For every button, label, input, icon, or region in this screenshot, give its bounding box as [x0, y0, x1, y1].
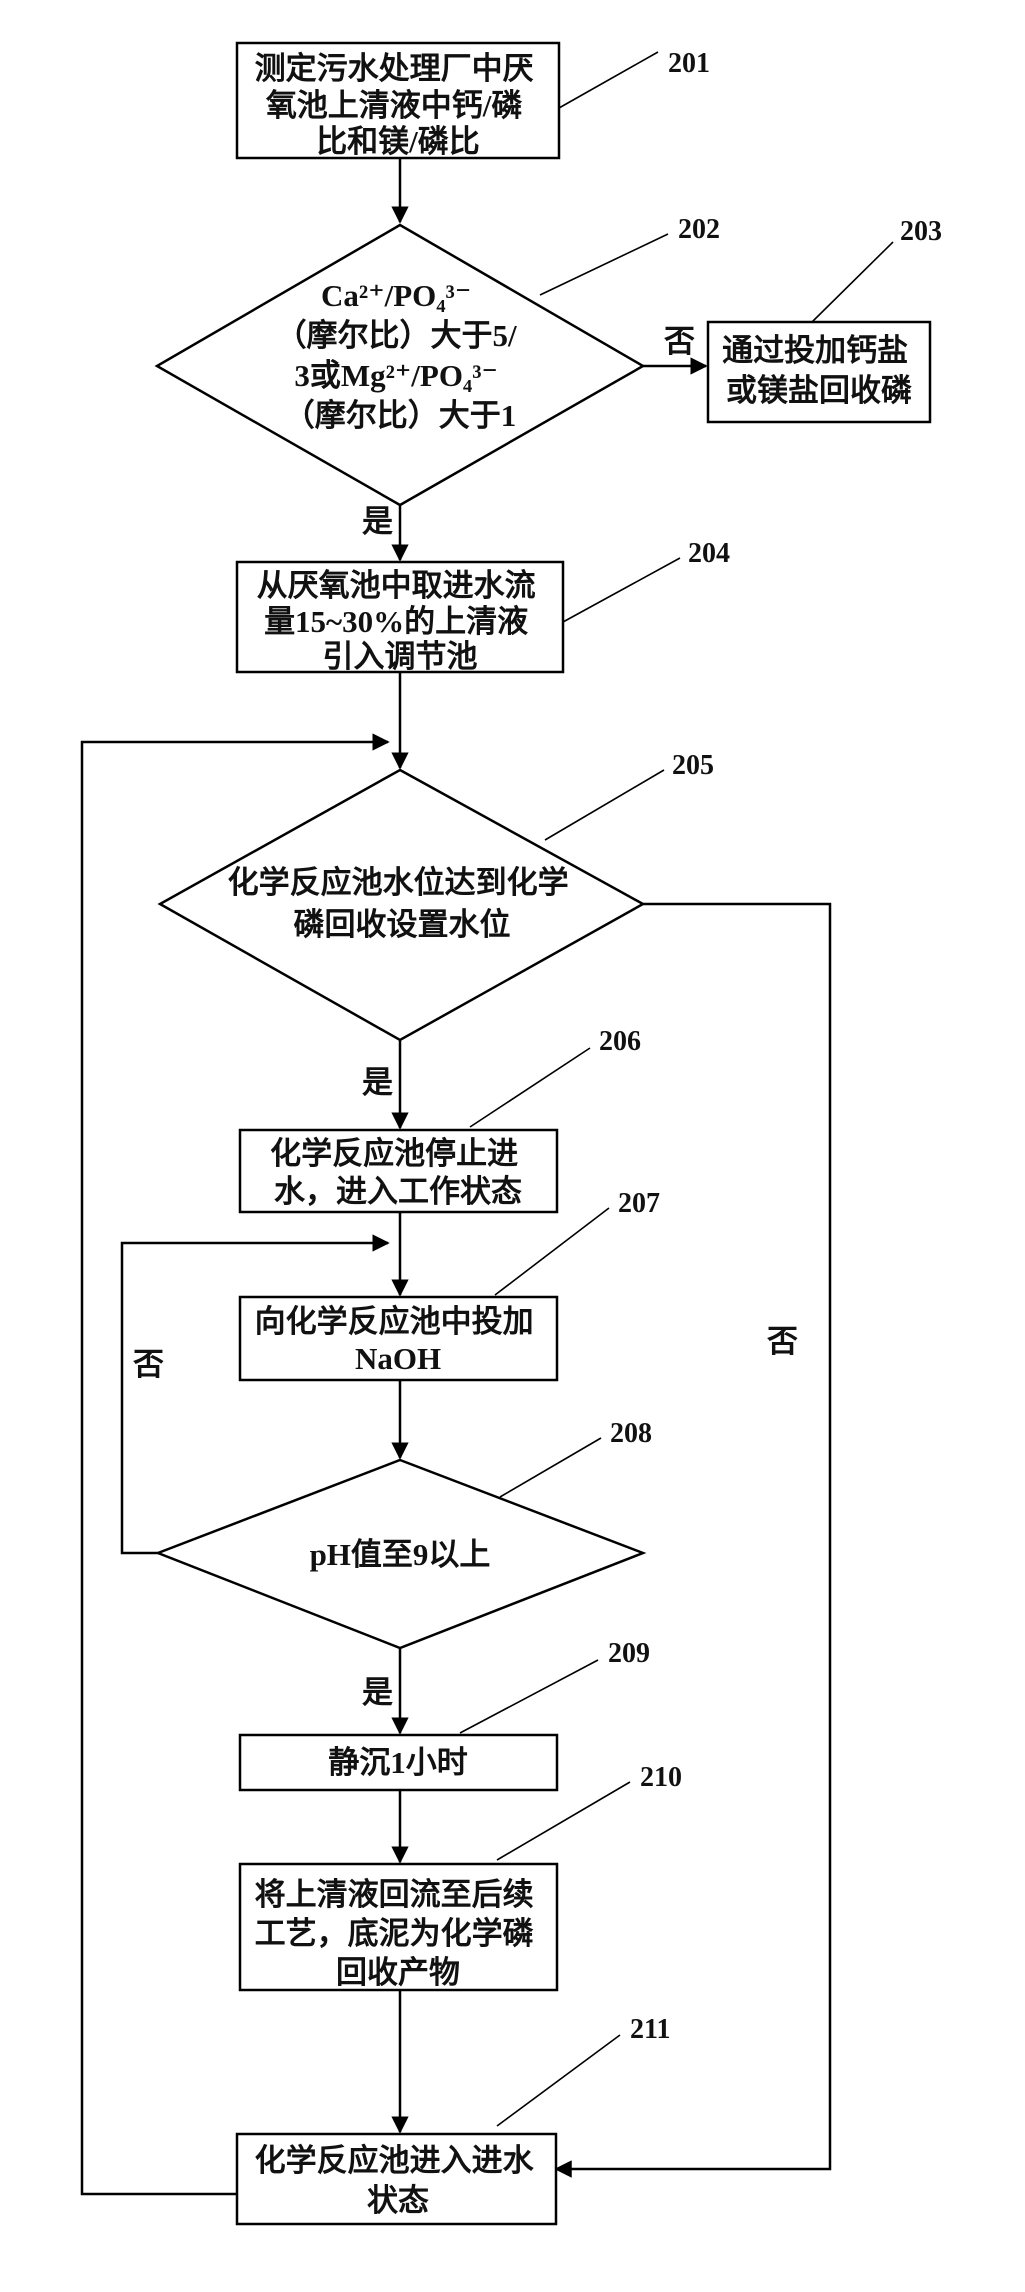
svg-text:向化学反应池中投加 NaOH: 向化学反应池中投加 NaOH	[255, 1304, 542, 1376]
process-box-210	[238, 1862, 559, 1992]
step-203: 通过投加钙盐 或镁盐回收磷	[706, 320, 932, 424]
step-209-line-1: 静沉1小时	[328, 1745, 468, 1780]
step-211: 化学反应池进入进水 状态	[235, 2132, 558, 2226]
step-203-line-1: 通过投加钙盐	[722, 333, 908, 368]
loop-back-208-to-207	[120, 1234, 390, 1555]
svg-text:化学反应池进入进水 状态: 化学反应池进入进水 状态	[255, 2143, 542, 2218]
svg-text:Ca²⁺/PO₄³⁻ （摩尔比）大于5/: Ca²⁺/PO₄³⁻ （摩尔比）大于5/ 3或Mg²⁺/PO₄³⁻ （摩尔比）大…	[276, 278, 525, 433]
leader-202	[539, 233, 669, 296]
step-206-line-2: 水，进入工作状态	[274, 1174, 522, 1209]
leader-209	[459, 1659, 599, 1734]
step-204: 从厌氧池中取进水流 量15~30%的上清液 引入调节池	[235, 560, 565, 674]
step-201-line-1: 测定污水处理厂中厌	[255, 51, 534, 86]
step-201-line-2: 氧池上清液中钙/磷	[266, 88, 523, 123]
ref-204: 204	[688, 538, 730, 569]
edge-label-208-no: 否	[133, 1347, 164, 1382]
step-207-line-1: 向化学反应池中投加	[255, 1304, 534, 1339]
process-box-204	[235, 560, 565, 674]
step-204-line-3: 引入调节池	[323, 639, 478, 674]
step-209: 静沉1小时	[238, 1733, 559, 1792]
ref-207: 207	[618, 1188, 660, 1219]
process-box-201	[235, 41, 561, 160]
reference-numbers: 201 202 203 204 205 206 207 208 209 210 …	[599, 48, 942, 2045]
edge-label-208-yes: 是	[362, 1675, 393, 1710]
svg-text:化学反应池水位达到化学 磷回收设置水位: 化学反应池水位达到化学 磷回收设置水位	[228, 865, 577, 942]
svg-text:通过投加钙盐 或镁盐回收磷: 通过投加钙盐 或镁盐回收磷	[722, 333, 916, 408]
ref-208: 208	[610, 1418, 652, 1449]
leader-203	[811, 241, 894, 323]
leader-207	[494, 1207, 610, 1296]
process-box-207	[238, 1295, 559, 1382]
process-box-206	[238, 1128, 559, 1214]
edge-label-202-no: 否	[664, 324, 695, 359]
edge-labels: 否 是 是 否 否 是	[133, 324, 798, 1710]
reference-leaders	[459, 51, 894, 2127]
step-205-line-1: 化学反应池水位达到化学	[228, 865, 569, 900]
step-211-line-2: 状态	[367, 2183, 429, 2218]
decision-diamond-202	[154, 223, 646, 507]
step-211-line-1: 化学反应池进入进水	[255, 2143, 535, 2178]
loop-back-211-to-205	[80, 733, 390, 2196]
edge-label-202-yes: 是	[362, 504, 393, 539]
step-206-line-1: 化学反应池停止进	[270, 1136, 518, 1171]
ref-211: 211	[630, 2014, 670, 2045]
edge-label-205-yes: 是	[362, 1065, 393, 1100]
step-203-line-2: 或镁盐回收磷	[726, 373, 912, 408]
leader-206	[469, 1047, 591, 1128]
step-202-line-1: Ca²⁺/PO₄³⁻	[321, 278, 471, 313]
svg-text:测定污水处理厂中厌 氧池上清液中钙/磷: 测定污水处理厂中厌 氧池上清液中钙/磷 比和镁/磷比	[255, 51, 542, 159]
ref-201: 201	[668, 48, 710, 79]
step-210: 将上清液回流至后续 工艺，底泥为化学磷 回收产物	[238, 1862, 559, 1992]
process-box-203	[706, 320, 932, 424]
step-202-line-3: 3或Mg²⁺/PO₄³⁻	[294, 358, 498, 393]
leader-205	[544, 769, 665, 841]
step-201-line-3: 比和镁/磷比	[316, 124, 480, 159]
edge-label-205-no: 否	[767, 1324, 798, 1359]
ref-209: 209	[608, 1638, 650, 1669]
leader-204	[562, 557, 681, 623]
step-210-line-2: 工艺，底泥为化学磷	[255, 1916, 534, 1951]
decision-diamond-208	[154, 1458, 647, 1650]
leader-208	[499, 1437, 602, 1498]
process-box-211	[235, 2132, 558, 2226]
svg-text:从厌氧池中取进水流 量15~30%的上清液: 从厌氧池中取进水流 量15~30%的上清液 引入调节池	[257, 568, 544, 674]
step-202-line-4: （摩尔比）大于1	[284, 398, 517, 433]
svg-text:静沉1小时: 静沉1小时	[328, 1745, 468, 1780]
ref-203: 203	[900, 216, 942, 247]
ref-205: 205	[672, 750, 714, 781]
step-204-line-2: 量15~30%的上清液	[264, 604, 528, 639]
step-208: pH值至9以上	[154, 1458, 647, 1650]
step-207: 向化学反应池中投加 NaOH	[238, 1295, 559, 1382]
step-206: 化学反应池停止进 水，进入工作状态	[238, 1128, 559, 1214]
ref-202: 202	[678, 214, 720, 245]
step-210-line-1: 将上清液回流至后续	[255, 1877, 534, 1912]
arrow-205-no-to-211	[554, 902, 832, 2178]
step-202-line-2: （摩尔比）大于5/	[276, 318, 517, 353]
svg-text:将上清液回流至后续 工艺，底泥为化学磷: 将上清液回流至后续 工艺，底泥为化学磷 回收产物	[255, 1877, 542, 1990]
step-207-line-2: NaOH	[355, 1341, 441, 1376]
step-204-line-1: 从厌氧池中取进水流	[257, 568, 536, 603]
decision-diamond-205	[157, 768, 646, 1042]
svg-text:化学反应池停止进 水，进入工作状态: 化学反应池停止进 水，进入工作状态	[270, 1136, 526, 1209]
svg-text:pH值至9以上: pH值至9以上	[310, 1537, 491, 1572]
step-205: 化学反应池水位达到化学 磷回收设置水位	[157, 768, 646, 1042]
ref-210: 210	[640, 1762, 682, 1793]
step-201: 测定污水处理厂中厌 氧池上清液中钙/磷 比和镁/磷比	[235, 41, 561, 160]
leader-211	[496, 2034, 621, 2127]
step-210-line-3: 回收产物	[336, 1955, 460, 1990]
process-box-209	[238, 1733, 559, 1792]
connectors	[80, 158, 832, 2196]
ref-206: 206	[599, 1026, 641, 1057]
step-202: Ca²⁺/PO₄³⁻ （摩尔比）大于5/ 3或Mg²⁺/PO₄³⁻ （摩尔比）大…	[154, 223, 646, 507]
step-208-line-1: pH值至9以上	[310, 1537, 491, 1572]
leader-201	[558, 51, 659, 109]
leader-210	[496, 1781, 631, 1861]
step-205-line-2: 磷回收设置水位	[294, 907, 511, 942]
